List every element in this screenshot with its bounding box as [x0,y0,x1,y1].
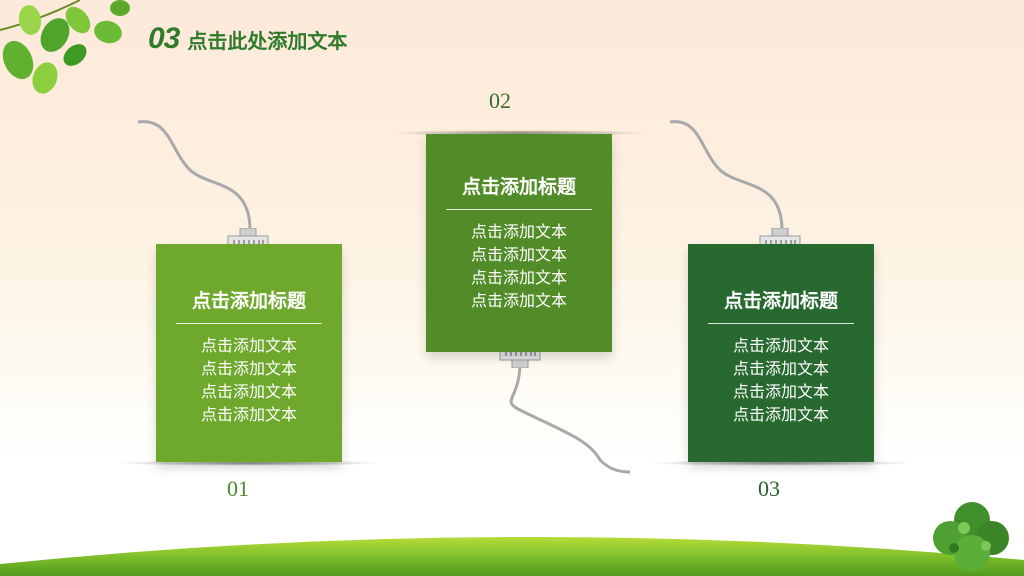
card-01: 点击添加标题 点击添加文本 点击添加文本 点击添加文本 点击添加文本 [156,244,342,462]
card-number-02: 02 [489,88,511,113]
slide-heading: 03 点击此处添加文本 [148,22,347,56]
card-text-line[interactable]: 点击添加文本 [470,245,567,264]
card-text-line[interactable]: 点击添加文本 [470,291,567,310]
card-text-line[interactable]: 点击添加文本 [200,359,297,378]
card-03: 点击添加标题 点击添加文本 点击添加文本 点击添加文本 点击添加文本 [688,244,874,462]
card-text-line[interactable]: 点击添加文本 [200,336,297,355]
card-text-line[interactable]: 点击添加文本 [732,359,829,378]
card-text-line[interactable]: 点击添加文本 [200,382,297,401]
section-title: 点击此处添加文本 [187,28,348,53]
card-text-line[interactable]: 点击添加文本 [732,405,829,424]
card-shadow [648,460,914,466]
card-number-03: 03 [758,476,780,501]
section-number: 03 [148,22,180,55]
card-divider [708,323,854,324]
card-shadow [388,130,650,136]
card-shadow [116,460,382,466]
card-text-line[interactable]: 点击添加文本 [200,405,297,424]
card-text-line[interactable]: 点击添加文本 [470,222,567,241]
card-02: 点击添加标题 点击添加文本 点击添加文本 点击添加文本 点击添加文本 [426,134,612,352]
card-number-01: 01 [227,476,249,501]
card-title[interactable]: 点击添加标题 [191,290,306,312]
card-title[interactable]: 点击添加标题 [461,176,576,198]
tree-decoration-icon [933,502,1009,571]
card-text-line[interactable]: 点击添加文本 [732,382,829,401]
card-divider [446,209,592,210]
leaves-decoration-icon [0,0,130,94]
card-title[interactable]: 点击添加标题 [723,290,838,312]
card-text-line[interactable]: 点击添加文本 [732,336,829,355]
grass-hill-icon [0,536,1024,576]
card-text-line[interactable]: 点击添加文本 [470,268,567,287]
card-divider [176,323,322,324]
